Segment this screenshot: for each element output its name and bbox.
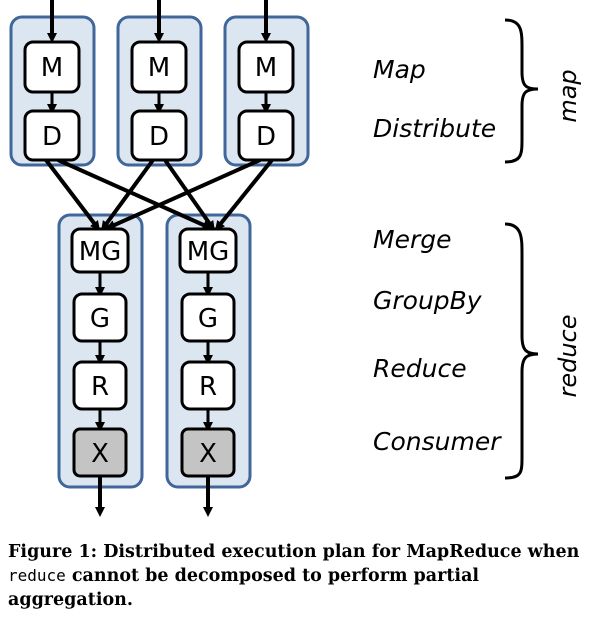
consumer-node: X [72, 427, 128, 478]
map-node: M [237, 40, 295, 94]
svg-text:G: G [90, 304, 110, 334]
map-node: M [130, 40, 188, 94]
figure-caption: Figure 1: Distributed execution plan for… [8, 540, 593, 612]
svg-text:X: X [199, 439, 217, 469]
phase-label-reduce: reduce [554, 314, 582, 397]
svg-text:R: R [199, 372, 217, 402]
distribute-node: D [23, 109, 81, 162]
svg-text:MG: MG [79, 237, 122, 267]
svg-text:M: M [148, 53, 170, 83]
stage-label-consumer: Consumer [373, 427, 502, 456]
stage-label-distribute: Distribute [373, 114, 496, 143]
svg-text:M: M [41, 53, 63, 83]
reduce-brace [504, 222, 539, 480]
shuffle-arrow [101, 158, 155, 232]
distribute-node: D [130, 109, 188, 162]
caption-label: Figure 1: [8, 542, 98, 562]
reduce-node: R [180, 360, 236, 411]
svg-text:R: R [91, 372, 109, 402]
stage-label-merge: Merge [373, 225, 451, 254]
svg-text:D: D [42, 122, 62, 152]
caption-text: Distributed execution plan for MapReduce… [103, 542, 580, 562]
map-node: M [23, 40, 81, 94]
shuffle-arrow [105, 158, 261, 230]
svg-text:X: X [91, 439, 109, 469]
svg-text:MG: MG [187, 237, 230, 267]
merge-node: MG [70, 227, 130, 274]
svg-text:G: G [198, 304, 218, 334]
svg-text:M: M [255, 53, 277, 83]
consumer-node: X [180, 427, 236, 478]
phase-label-map: map [554, 69, 582, 122]
stage-label-reduce: Reduce [373, 354, 467, 383]
caption-code: reduce [8, 566, 66, 585]
execution-plan-diagram: M M M D D D MG MG G G R [9, 0, 582, 517]
map-brace [504, 18, 539, 164]
groupby-node: G [72, 292, 128, 343]
svg-text:D: D [256, 122, 276, 152]
shuffle-arrow [44, 158, 101, 231]
stage-label-groupby: GroupBy [373, 286, 483, 315]
caption-text-continued: cannot be decomposed to perform partial … [8, 566, 480, 610]
distribute-node: D [237, 109, 295, 162]
groupby-node: G [180, 292, 236, 343]
shuffle-arrow [57, 158, 213, 230]
merge-node: MG [178, 227, 238, 274]
svg-text:D: D [149, 122, 169, 152]
reduce-node: R [72, 360, 128, 411]
stage-label-map: Map [373, 55, 426, 84]
shuffle-arrow [214, 158, 274, 231]
